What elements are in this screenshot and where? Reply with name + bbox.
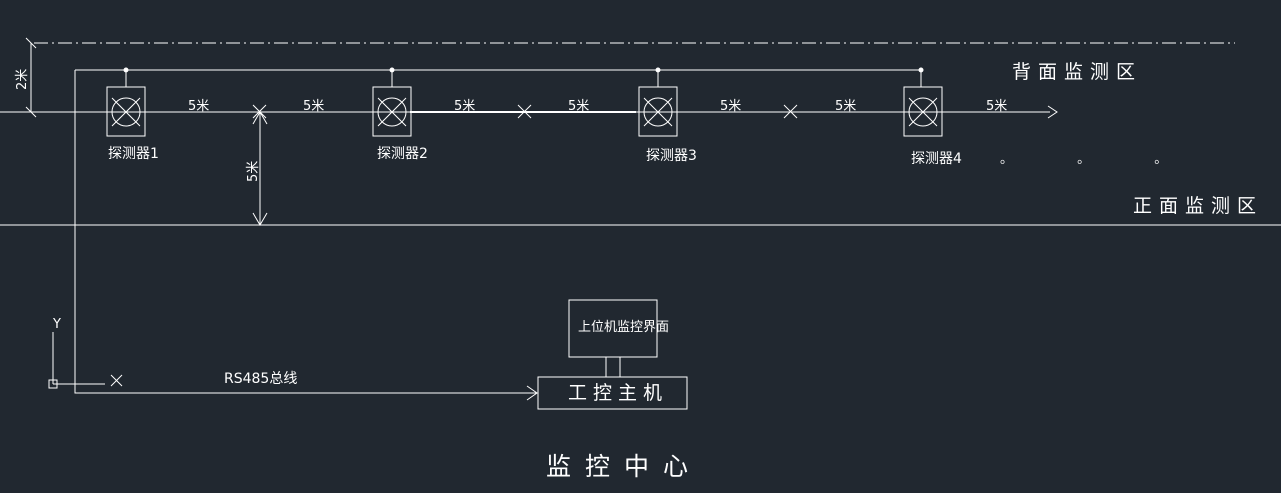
detector-label-1: 探测器1: [108, 146, 159, 162]
spacing-label-4: 5米: [568, 99, 589, 114]
detector-label-4: 探测器4: [911, 151, 962, 167]
spacing-label-2: 5米: [303, 99, 324, 114]
cross-marker-1: [252, 104, 267, 119]
monitor-ui-box[interactable]: [568, 299, 658, 358]
monitoring-center-title: 监控中心: [546, 452, 702, 481]
midpoint-markers: [252, 104, 798, 119]
rs485-bus-label: RS485总线: [224, 371, 297, 387]
ucs-axis-icon: [48, 332, 123, 389]
detector-1[interactable]: [106, 67, 146, 137]
spacing-label-3: 5米: [454, 99, 475, 114]
ucs-y-label: Y: [52, 317, 61, 332]
back-zone-label: 背面监测区: [1012, 61, 1142, 83]
detector-3[interactable]: [638, 67, 678, 137]
bus-arrowhead: [526, 385, 538, 401]
detector-2[interactable]: [372, 67, 412, 137]
vertical-dimension-label: 5米: [246, 161, 261, 182]
detector-4[interactable]: [903, 67, 943, 137]
cross-marker-2: [517, 104, 532, 119]
signal-trunk: [74, 70, 537, 394]
spacing-label-7: 5米: [986, 99, 1007, 114]
cross-marker-3: [783, 104, 798, 119]
spacing-label-6: 5米: [835, 99, 856, 114]
row-arrowhead: [1047, 105, 1058, 119]
detector-label-3: 探测器3: [646, 148, 697, 164]
spacing-label-1: 5米: [188, 99, 209, 114]
continuation-dots: 。 。 。: [1000, 152, 1197, 167]
spacing-label-5: 5米: [720, 99, 741, 114]
host-box[interactable]: [537, 376, 688, 410]
front-zone-label: 正面监测区: [1133, 195, 1263, 217]
host-label: 工控主机: [568, 382, 668, 404]
detector-label-2: 探测器2: [377, 146, 428, 162]
monitor-ui-label: 上位机监控界面: [578, 320, 669, 335]
offset-dimension-label: 2米: [15, 69, 30, 90]
